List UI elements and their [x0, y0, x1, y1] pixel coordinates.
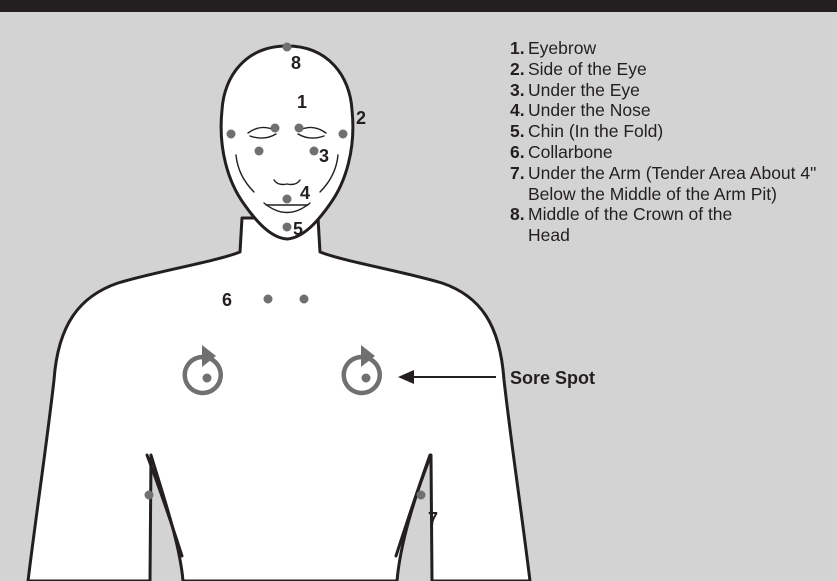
legend-label: Side of the Eye	[528, 59, 832, 80]
tap-point-chin	[283, 223, 292, 232]
point-label-4: 4	[300, 183, 310, 203]
legend-item: 3.Under the Eye	[510, 80, 832, 101]
legend-label: Middle of the Crown of the Head	[528, 204, 768, 246]
sore-spot-label: Sore Spot	[510, 368, 595, 388]
legend-number: 4.	[510, 100, 528, 121]
legend-number: 8.	[510, 204, 528, 225]
point-label-3: 3	[319, 146, 329, 166]
tap-point-under-eye-right	[310, 147, 319, 156]
legend-label: Eyebrow	[528, 38, 832, 59]
tap-point-under-arm-left	[145, 491, 154, 500]
point-label-2: 2	[356, 108, 366, 128]
legend-number: 7.	[510, 163, 528, 184]
point-label-8: 8	[291, 53, 301, 73]
legend-number: 2.	[510, 59, 528, 80]
legend-item: 5.Chin (In the Fold)	[510, 121, 832, 142]
torso-outline	[28, 218, 530, 581]
legend-number: 1.	[510, 38, 528, 59]
legend-number: 5.	[510, 121, 528, 142]
head-outline	[221, 46, 353, 239]
tap-point-eyebrow-right	[295, 124, 304, 133]
tap-point-crown	[283, 43, 292, 52]
tap-point-under-eye-left	[255, 147, 264, 156]
legend-item: 7.Under the Arm (Tender Area About 4" Be…	[510, 163, 832, 205]
legend-label: Under the Eye	[528, 80, 832, 101]
legend-item: 8.Middle of the Crown of the Head	[510, 204, 832, 246]
legend-number: 6.	[510, 142, 528, 163]
legend-number: 3.	[510, 80, 528, 101]
point-label-5: 5	[293, 219, 303, 239]
tap-point-side-eye-left	[227, 130, 236, 139]
legend-item: 6.Collarbone	[510, 142, 832, 163]
tap-point-under-arm-right	[417, 491, 426, 500]
tap-point-under-nose	[283, 195, 292, 204]
tap-point-side-eye-right	[339, 130, 348, 139]
legend-item: 1.Eyebrow	[510, 38, 832, 59]
point-label-6: 6	[222, 290, 232, 310]
legend-item: 2.Side of the Eye	[510, 59, 832, 80]
legend-label: Under the Arm (Tender Area About 4" Belo…	[528, 163, 828, 205]
legend-label: Under the Nose	[528, 100, 832, 121]
tapping-points-legend: 1.Eyebrow 2.Side of the Eye 3.Under the …	[510, 38, 832, 246]
point-label-1: 1	[297, 92, 307, 112]
tap-point-collarbone-left	[264, 295, 273, 304]
tap-point-collarbone-right	[300, 295, 309, 304]
tap-point-eyebrow-left	[271, 124, 280, 133]
legend-item: 4.Under the Nose	[510, 100, 832, 121]
legend-label: Chin (In the Fold)	[528, 121, 832, 142]
point-label-7: 7	[428, 509, 438, 529]
legend-label: Collarbone	[528, 142, 832, 163]
